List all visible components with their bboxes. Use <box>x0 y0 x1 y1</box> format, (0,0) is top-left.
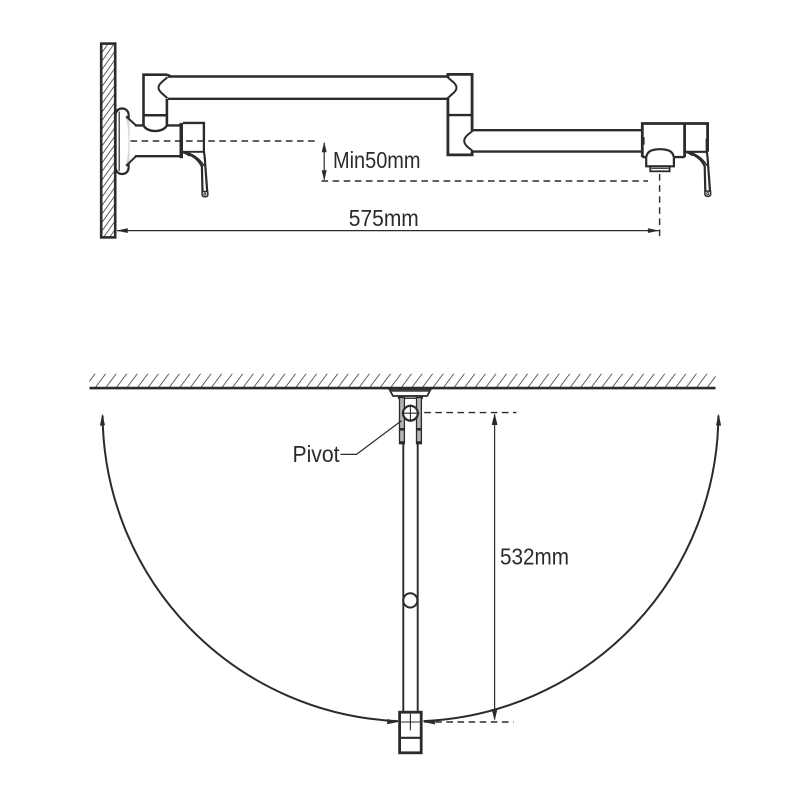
svg-text:532mm: 532mm <box>500 543 569 569</box>
svg-text:575mm: 575mm <box>349 205 419 231</box>
svg-text:Pivot: Pivot <box>293 441 340 467</box>
svg-text:Min50mm: Min50mm <box>333 147 421 173</box>
